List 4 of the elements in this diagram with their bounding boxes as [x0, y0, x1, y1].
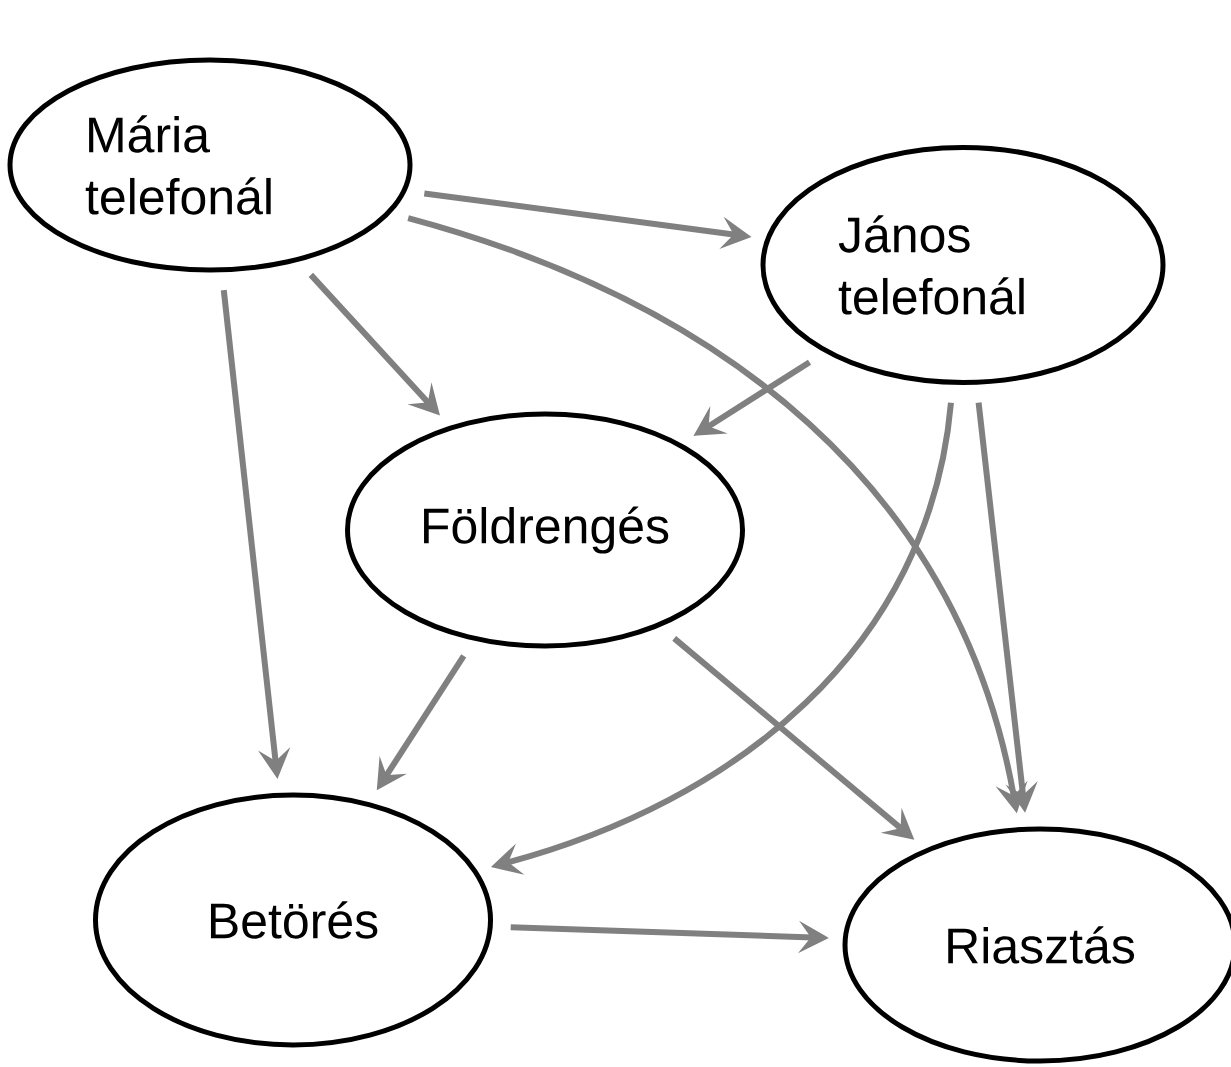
ellipse-node: Földrengés [345, 411, 745, 649]
ellipse-node: János telefonál [760, 145, 1166, 385]
ellipse-node: Mária telefonál [7, 57, 413, 273]
ellipse-node: Betörés [93, 792, 493, 1048]
